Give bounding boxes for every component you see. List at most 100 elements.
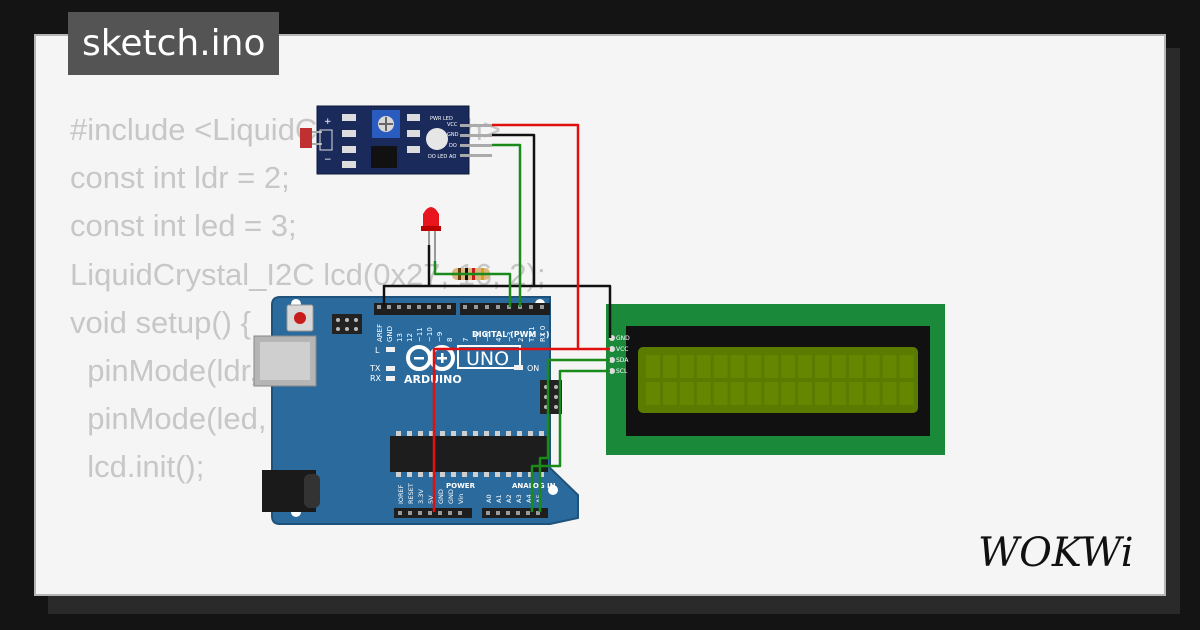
digital-pin[interactable] (437, 305, 441, 309)
digital-pin[interactable] (387, 305, 391, 309)
analog-pin[interactable] (486, 511, 490, 515)
power-pin[interactable] (408, 511, 412, 515)
chip-leg (451, 431, 456, 436)
lcd-char-cell (747, 355, 762, 378)
chip-leg (539, 472, 544, 477)
digital-pin-label: ~11 (416, 327, 424, 342)
digital-pin-label: AREF (376, 324, 384, 342)
power-pin[interactable] (458, 511, 462, 515)
chip-leg (407, 431, 412, 436)
wire-do-pin2[interactable] (492, 143, 522, 307)
chip-leg (506, 431, 511, 436)
mount-hole-icon (548, 485, 558, 495)
lcd-char-cell (662, 382, 677, 405)
power-pin[interactable] (428, 511, 432, 515)
led-l-icon (386, 347, 395, 352)
reset-button[interactable] (286, 304, 314, 332)
analog-pin[interactable] (506, 511, 510, 515)
analog-pin[interactable] (526, 511, 530, 515)
digital-pin-label: 2 (517, 338, 525, 342)
digital-header-right (460, 303, 550, 315)
analog-pin[interactable] (496, 511, 500, 515)
digital-label: DIGITAL (PWM ~) (472, 330, 550, 339)
lcd-char-cell (679, 382, 694, 405)
indicator-led-icon (426, 128, 448, 150)
lcd-char-cell (815, 382, 829, 405)
digital-pin[interactable] (377, 305, 381, 309)
chip-leg (517, 431, 522, 436)
code-line: const int led = 3; (70, 208, 297, 244)
lcd-char-cell (815, 355, 829, 378)
lcd-char-cell (646, 355, 660, 378)
digital-pin[interactable] (540, 305, 544, 309)
led-tx-icon (386, 366, 395, 371)
icsp-header (332, 314, 362, 334)
power-pin[interactable] (448, 511, 452, 515)
ldr-pin-label: DO (449, 143, 457, 149)
ldr-pin-label: GND (447, 132, 459, 138)
plus-sign: + (324, 117, 332, 127)
digital-pin[interactable] (427, 305, 431, 309)
code-line: const int ldr = 2; (70, 160, 290, 196)
lcd-char-cell (730, 355, 745, 378)
power-pin-label: 3.3V (417, 489, 425, 504)
lcd-char-cell (696, 382, 711, 405)
digital-pin[interactable] (496, 305, 500, 309)
lcd-1602-display[interactable]: GND VCC SDA SCL (606, 304, 945, 455)
analog-pin[interactable] (536, 511, 540, 515)
analog-pin[interactable] (516, 511, 520, 515)
power-pin[interactable] (398, 511, 402, 515)
wires (382, 123, 612, 512)
lcd-char-cell (848, 355, 863, 378)
chip-leg (418, 431, 423, 436)
wire-vcc[interactable] (492, 123, 610, 351)
digital-pin[interactable] (447, 305, 451, 309)
lcd-char-cell (713, 382, 728, 405)
digital-pin-label: 7 (462, 338, 470, 342)
power-pin-label: GND (447, 489, 455, 504)
lcd-char-cell (882, 382, 897, 405)
chip-leg (495, 431, 500, 436)
lcd-char-cell (764, 355, 779, 378)
lcd-pin-label: SCL (616, 368, 628, 375)
power-pin[interactable] (418, 511, 422, 515)
lcd-char-cell (646, 382, 660, 405)
power-pin-label: GND (437, 489, 445, 504)
lcd-char-cell (899, 355, 914, 378)
lcd-char-cell (713, 355, 728, 378)
digital-pin[interactable] (485, 305, 489, 309)
filename-tab[interactable]: sketch.ino (68, 12, 280, 75)
ldr-sensor-module[interactable]: + − PWR LED DO LED VCC GND DO AO (300, 105, 492, 175)
chip-leg (495, 472, 500, 477)
chip-leg (517, 472, 522, 477)
wire-sda[interactable] (538, 358, 610, 512)
digital-pin-label: TX 1 (528, 326, 536, 343)
digital-pin[interactable] (407, 305, 411, 309)
chip-leg (528, 472, 533, 477)
lcd-char-cell (730, 382, 745, 405)
chip-leg (462, 431, 467, 436)
digital-pin[interactable] (529, 305, 533, 309)
lcd-char-cell (899, 382, 914, 405)
power-pin[interactable] (438, 511, 442, 515)
digital-pin[interactable] (397, 305, 401, 309)
digital-pin[interactable] (417, 305, 421, 309)
wire-scl[interactable] (530, 369, 610, 512)
board-model: UNO (466, 348, 509, 370)
digital-pin[interactable] (463, 305, 467, 309)
potentiometer-icon[interactable] (372, 110, 400, 138)
power-header (394, 508, 472, 518)
wokwi-logo-text: WOKWi (978, 530, 1134, 576)
power-jack[interactable] (262, 470, 320, 512)
red-led[interactable] (421, 207, 441, 261)
wire-lcd-gnd[interactable] (534, 284, 612, 338)
icsp2-header (540, 380, 562, 414)
chip-leg (506, 472, 511, 477)
digital-pin-label: GND (386, 326, 394, 342)
wire-5v[interactable] (432, 347, 578, 512)
lcd-pin-label: SDA (616, 357, 629, 364)
lcd-char-cell (679, 355, 694, 378)
wire-led-pin3[interactable] (433, 261, 512, 307)
digital-pin[interactable] (474, 305, 478, 309)
